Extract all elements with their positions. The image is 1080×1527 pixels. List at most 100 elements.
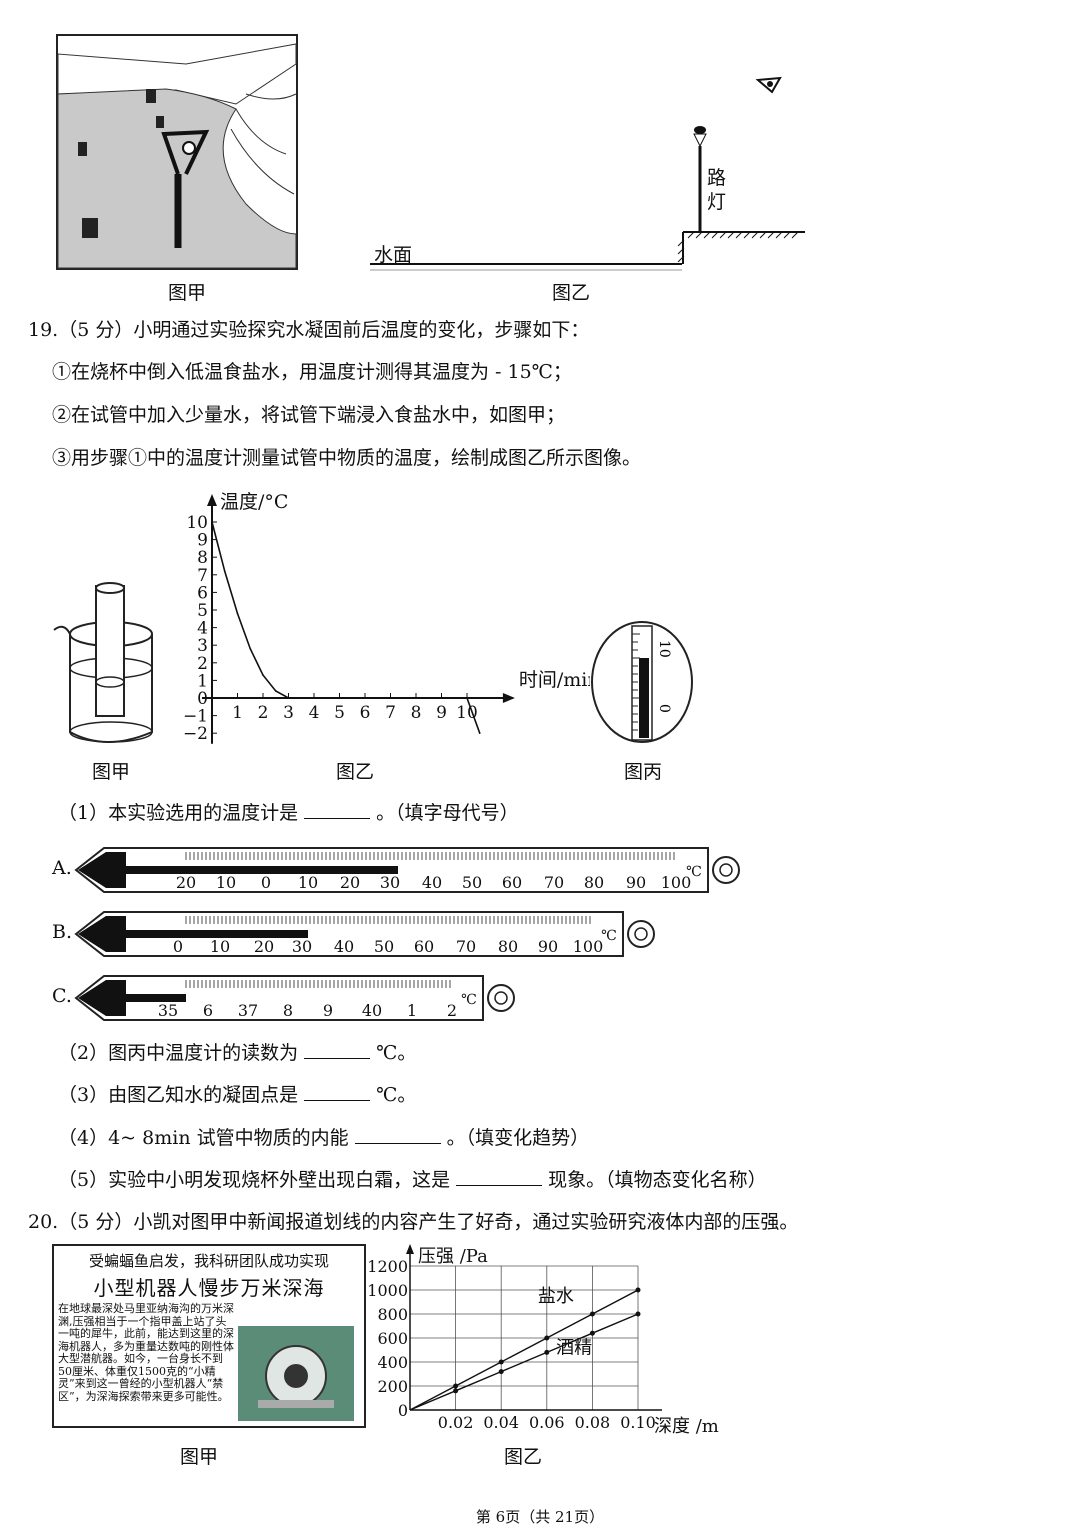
- thermometer-ring-inner: [494, 991, 508, 1005]
- thermometer-tick-label: 10: [298, 873, 318, 892]
- x-tick-label: 0.06: [529, 1413, 565, 1432]
- answer-blank-3[interactable]: [304, 1082, 371, 1101]
- x-tick-label: 4: [309, 703, 320, 723]
- x-tick-label: 10: [456, 703, 478, 723]
- y-tick-label: 1: [197, 671, 208, 691]
- answer-blank-5[interactable]: [456, 1167, 543, 1186]
- thermometer-tick-label: 8: [283, 1001, 293, 1020]
- thermometer-tick-label: 10: [216, 873, 236, 892]
- q19-step1: ①在烧杯中倒入低温食盐水，用温度计测得其温度为 - 15℃；: [52, 361, 572, 383]
- answer-blank-2[interactable]: [304, 1040, 371, 1059]
- q19-sub4-text: （4）4~ 8min 试管中物质的内能: [58, 1127, 349, 1149]
- news-body-text: 在地球最深处马里亚纳海沟的万米深渊,压强相当于一个指甲盖上站了头一吨的犀牛，此前…: [58, 1302, 234, 1403]
- y-axis-label: 压强 /Pa: [418, 1246, 488, 1267]
- answer-blank-4[interactable]: [354, 1125, 441, 1144]
- y-axis-arrow: [406, 1244, 414, 1254]
- thermometer-ring-inner: [634, 927, 648, 941]
- thermometer-tick-label: 100: [573, 937, 604, 956]
- x-tick-label: 0.10: [620, 1413, 656, 1432]
- series-line-0: [409, 1289, 639, 1411]
- data-point: [338, 697, 341, 699]
- label-street-lamp: 路灯: [707, 166, 727, 214]
- thermometer-tick-label: 50: [374, 937, 394, 956]
- y-tick-label: 5: [197, 601, 208, 621]
- q19-caption-yi: 图乙: [336, 761, 375, 783]
- x-tick-label: 6: [360, 703, 371, 723]
- y-tick-label: 6: [197, 583, 208, 603]
- page-footer: 第 6页（共 21页）: [475, 1508, 605, 1526]
- x-axis-arrow: [502, 693, 515, 703]
- thermometer-tick-label: 30: [380, 873, 400, 892]
- thermometer-tick-label: 0: [261, 873, 271, 892]
- thermometer-tick-label: 40: [362, 1001, 382, 1020]
- label-street-lamp-text: 路灯: [707, 167, 727, 213]
- thermometer-bing-figure: 10 0: [591, 621, 693, 743]
- x-axis-label: 时间/min: [519, 669, 590, 691]
- q19-sub2: （2）图丙中温度计的读数为℃。: [58, 1040, 416, 1065]
- thermometer-tick-label: 100: [661, 873, 692, 892]
- data-point: [389, 697, 392, 699]
- y-tick-label: 1200: [367, 1257, 408, 1276]
- x-tick-label: 5: [334, 703, 345, 723]
- thermometer-ring-inner: [719, 863, 733, 877]
- figure-18-jia: [56, 34, 298, 270]
- news-body: 在地球最深处马里亚纳海沟的万米深渊,压强相当于一个指甲盖上站了头一吨的犀牛，此前…: [54, 1301, 364, 1405]
- thermometer-tick-label: 20: [176, 873, 196, 892]
- thermometer-body: [74, 975, 484, 1021]
- y-tick-label: −1: [183, 707, 208, 727]
- robot-photo: [238, 1326, 354, 1421]
- thermometer-tick-label: 6: [203, 1001, 213, 1020]
- data-point: [249, 647, 252, 650]
- thermometer-letter: B.: [52, 921, 72, 943]
- y-tick-label: 10: [186, 513, 208, 533]
- data-point: [466, 697, 468, 699]
- series-point: [498, 1359, 504, 1365]
- data-point: [415, 697, 417, 699]
- y-tick-label: 8: [197, 548, 208, 568]
- temperature-curve: [211, 521, 481, 734]
- q20-caption-yi: 图乙: [504, 1446, 543, 1468]
- series-point: [589, 1330, 595, 1336]
- thermometer-tick-label: 40: [422, 873, 442, 892]
- data-point: [287, 697, 290, 699]
- thermometer-unit: ℃: [461, 992, 477, 1008]
- answer-blank-1[interactable]: [304, 800, 371, 819]
- series-label: 盐水: [538, 1286, 574, 1307]
- q19-sub2-text: （2）图丙中温度计的读数为: [58, 1042, 299, 1064]
- thermometer-tick-label: 70: [456, 937, 476, 956]
- x-tick-label: 9: [436, 703, 447, 723]
- thermometer-liquid: [126, 930, 308, 938]
- thermo-bing-tick-0: 0: [656, 704, 672, 713]
- thermometer-bulb: [78, 852, 126, 888]
- thermometer-tick-label: 37: [238, 1001, 258, 1020]
- thermometer-tick-label: 2: [447, 1001, 457, 1020]
- y-tick-label: 800: [377, 1305, 408, 1324]
- data-point: [262, 674, 264, 676]
- thermometer-tick-label: 60: [414, 937, 434, 956]
- news-clipping: 受蝙蝠鱼启发，我科研团队成功实现 小型机器人慢步万米深海 在地球最深处马里亚纳海…: [52, 1244, 366, 1428]
- news-headline-2: 小型机器人慢步万米深海: [93, 1276, 325, 1300]
- q19-sub3: （3）由图乙知水的凝固点是℃。: [58, 1082, 416, 1107]
- data-point: [478, 732, 481, 734]
- series-label: 酒精: [556, 1338, 592, 1359]
- y-tick-label: 600: [377, 1329, 408, 1348]
- series-point: [635, 1287, 641, 1293]
- thermometer-tick-label: 90: [626, 873, 646, 892]
- data-point: [364, 697, 366, 699]
- q19-sub3-text: （3）由图乙知水的凝固点是: [58, 1084, 299, 1106]
- data-point: [211, 521, 213, 523]
- data-point: [440, 697, 443, 699]
- x-tick-label: 3: [283, 703, 294, 723]
- q19-sub5: （5）实验中小明发现烧杯外壁出现白霜，这是现象。（填物态变化名称）: [58, 1167, 767, 1192]
- y-tick-label: 200: [377, 1377, 408, 1396]
- q19-step3: ③用步骤①中的温度计测量试管中物质的温度，绘制成图乙所示图像。: [52, 447, 642, 469]
- thermometer-tick-label: 20: [340, 873, 360, 892]
- y-tick-label: 4: [197, 619, 208, 639]
- x-tick-label: 1: [232, 703, 243, 723]
- thermometer-unit: ℃: [601, 928, 617, 944]
- thermometer-tick-label: 10: [210, 937, 230, 956]
- x-axis-label: 深度 /m: [654, 1416, 719, 1437]
